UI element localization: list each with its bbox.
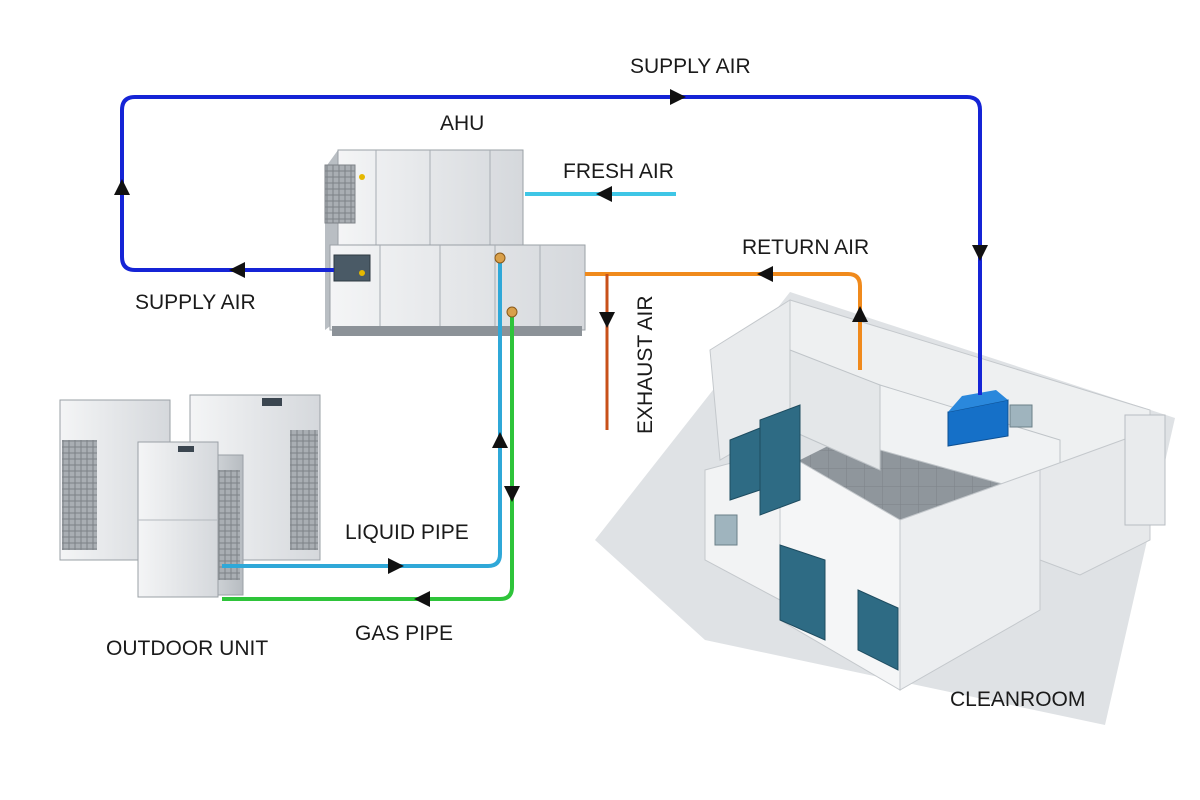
ahu-supply-outlet: [333, 254, 371, 282]
supply-air-label-left: SUPPLY AIR: [135, 291, 256, 314]
ceiling-air-unit-top: [948, 390, 1008, 412]
cleanroom-window: [714, 514, 738, 546]
return-air-duct: [585, 272, 862, 370]
supply-air-arrow: [972, 245, 988, 261]
gas-pipe-arrow: [414, 591, 430, 607]
return-air-arrow: [757, 266, 773, 282]
gas-pipe-label: GAS PIPE: [355, 622, 453, 645]
cleanroom-door: [759, 404, 801, 516]
gas-pipe-arrow: [504, 486, 520, 502]
liquid-pipe: [222, 258, 502, 568]
cleanroom-pass-box: [1124, 414, 1166, 526]
cleanroom-label: CLEANROOM: [950, 688, 1085, 711]
liquid-pipe-arrow: [388, 558, 404, 574]
gas-pipe: [222, 312, 514, 601]
ahu-base-frame: [332, 326, 582, 336]
return-air-arrow: [852, 306, 868, 322]
pipe-fitting: [494, 252, 506, 264]
exhaust-air-label: EXHAUST AIR: [634, 296, 657, 435]
cleanroom-window: [1009, 404, 1033, 428]
liquid-pipe-arrow: [492, 432, 508, 448]
supply-air-arrow: [229, 262, 245, 278]
fresh-air-label: FRESH AIR: [563, 160, 674, 183]
exhaust-air-arrow: [599, 312, 615, 328]
ahu-intake-louver: [324, 164, 356, 224]
fresh-air-arrow: [596, 186, 612, 202]
cleanroom-partition: [789, 349, 881, 471]
supply-air-label-top: SUPPLY AIR: [630, 55, 751, 78]
supply-air-arrow: [114, 179, 130, 195]
cleanroom-model: [595, 292, 1175, 725]
supply-air-arrow: [670, 89, 686, 105]
outdoor-unit-label: OUTDOOR UNIT: [106, 637, 268, 660]
cleanroom-door: [857, 589, 899, 671]
outdoor-units: [59, 394, 321, 598]
liquid-pipe-label: LIQUID PIPE: [345, 521, 469, 544]
cleanroom-door: [729, 427, 761, 501]
cleanroom-front-wall-right: [899, 469, 1041, 691]
cleanroom-door: [779, 544, 826, 641]
return-air-label: RETURN AIR: [742, 236, 869, 259]
ahu-unit: [324, 149, 586, 336]
supply-air-duct: [120, 95, 982, 395]
pipe-fitting: [506, 306, 518, 318]
ahu-label: AHU: [440, 112, 484, 135]
